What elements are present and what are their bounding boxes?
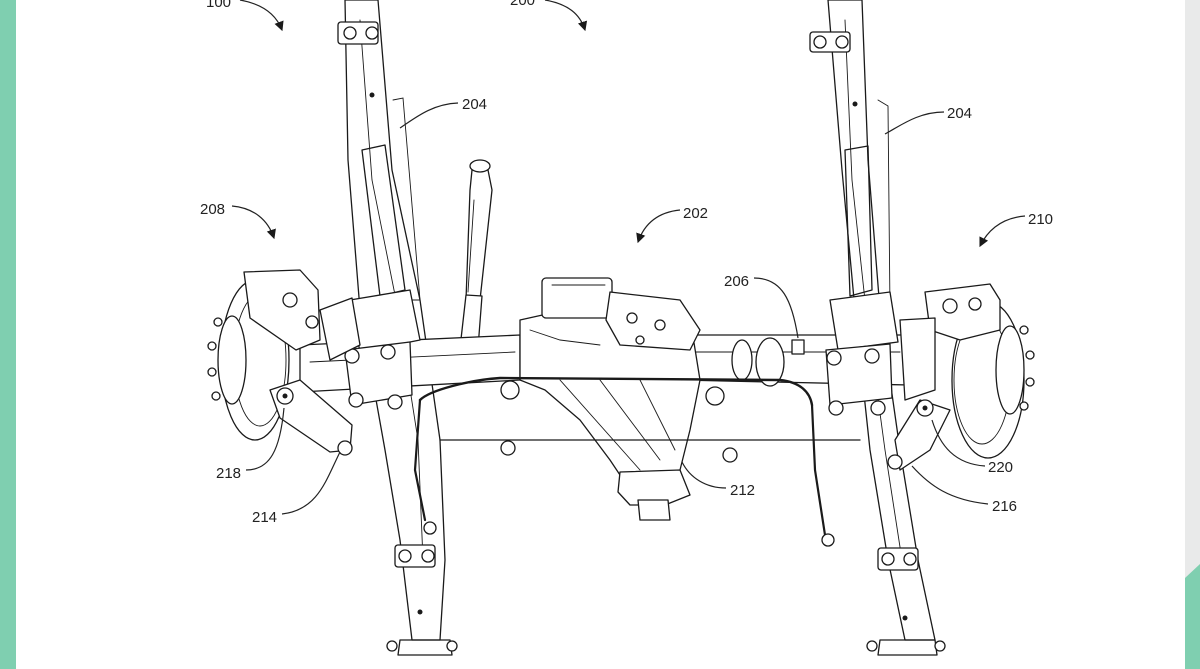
label-212: 212 (730, 482, 755, 499)
shock-absorber (459, 159, 493, 365)
label-216: 216 (992, 498, 1017, 515)
label-200: 200 (510, 0, 535, 9)
label-100: 100 (206, 0, 231, 11)
differential-housing (519, 277, 701, 521)
label-206: 206 (724, 273, 749, 290)
label-204-right: 204 (947, 105, 972, 122)
label-214: 214 (252, 509, 277, 526)
left-ubolt-plate (344, 289, 421, 410)
track-bar-bracket (791, 339, 805, 355)
left-color-band (0, 0, 16, 669)
corner-accent (1185, 564, 1200, 669)
right-gray-band (1185, 0, 1200, 669)
label-204-left: 204 (462, 96, 487, 113)
right-hub-assembly (887, 283, 1035, 471)
reference-leaders (231, 0, 1026, 515)
label-210: 210 (1028, 211, 1053, 228)
label-202: 202 (683, 205, 708, 222)
label-218: 218 (216, 465, 241, 482)
right-leaf-spring (809, 0, 946, 656)
label-220: 220 (988, 459, 1013, 476)
sway-bar (413, 376, 861, 547)
left-hub-assembly (207, 269, 361, 456)
right-ubolt-plate (825, 291, 899, 416)
label-208: 208 (200, 201, 225, 218)
